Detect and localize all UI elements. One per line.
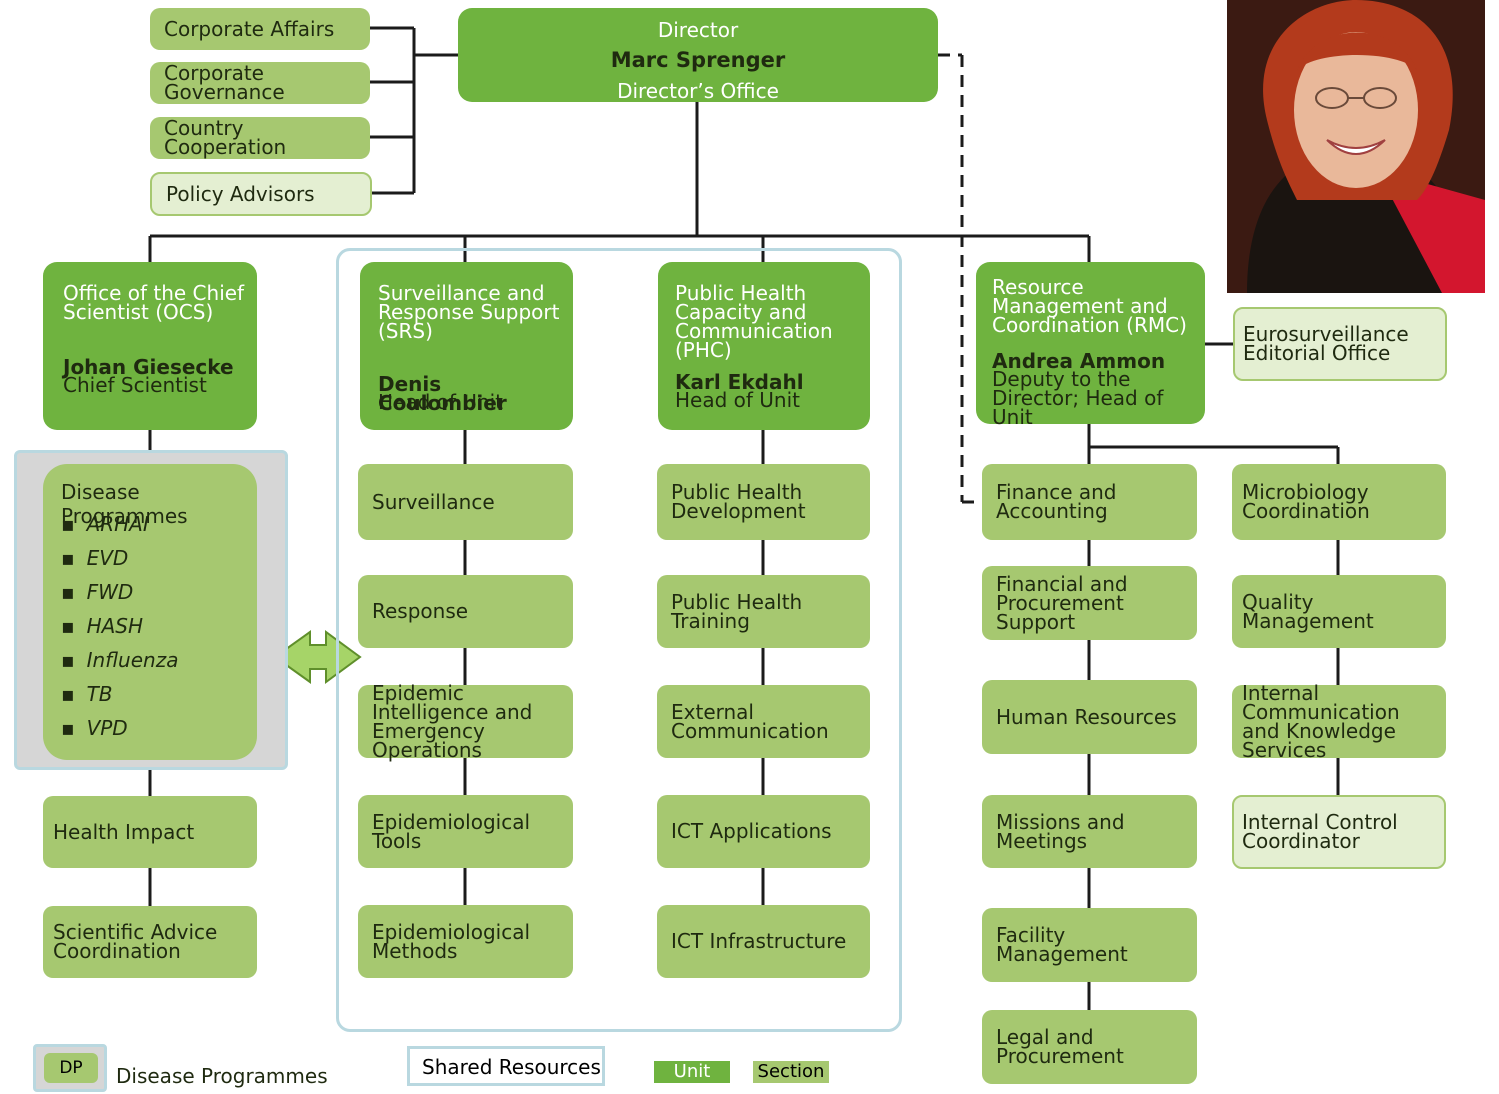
section-label: Epidemic Intelligence and Emergency Oper… (372, 680, 533, 762)
legend-dp-code: DP (44, 1053, 98, 1083)
list-item[interactable]: ▪EVD (61, 546, 129, 570)
section-epidemiological-methods[interactable]: Epidemiological Methods (358, 905, 573, 978)
section-label: Finance and Accounting (996, 480, 1117, 523)
unit-head: Andrea Ammon (992, 349, 1166, 373)
list-item[interactable]: ▪Influenza (61, 648, 179, 672)
section-financial-procurement-support[interactable]: Financial and Procurement Support (982, 566, 1197, 640)
director-name: Marc Sprenger (610, 48, 786, 72)
director-title: Director (657, 18, 739, 42)
section-label: Missions and Meetings (996, 809, 1125, 853)
section-surveillance[interactable]: Surveillance (358, 464, 573, 540)
list-item[interactable]: ▪TB (61, 682, 113, 706)
legend-dp-swatch: DP (33, 1044, 107, 1092)
corporate-governance-box[interactable]: Corporate Governance (150, 62, 370, 104)
legend-unit-label: Unit (673, 1061, 711, 1082)
section-epidemiological-tools[interactable]: Epidemiological Tools (358, 795, 573, 868)
list-item[interactable]: ▪ARHAI (61, 512, 149, 536)
section-label: Facility Management (996, 923, 1128, 966)
section-label: Microbiology Coordination (1242, 480, 1370, 523)
section-human-resources[interactable]: Human Resources (982, 680, 1197, 754)
section-label: Human Resources (996, 704, 1177, 729)
disease-programmes-list: ▪ARHAI ▪EVD ▪FWD ▪HASH ▪Influenza ▪TB ▪V… (61, 512, 178, 750)
unit-head: Denis Coulombier (378, 372, 507, 415)
advisory-label: Corporate Affairs (164, 16, 335, 41)
section-health-impact[interactable]: Health Impact (43, 796, 257, 868)
section-label: Internal Control Coordinator (1242, 810, 1398, 853)
disease-programmes-box[interactable]: Disease Programmes ▪ARHAI ▪EVD ▪FWD ▪HAS… (43, 464, 257, 760)
director-office: Director’s Office (617, 79, 779, 103)
legend-unit-swatch: Unit (654, 1061, 730, 1083)
section-label: ICT Applications (671, 819, 832, 843)
list-item[interactable]: ▪HASH (61, 614, 144, 638)
legend-shared-swatch: Shared Resources (407, 1046, 605, 1086)
unit-head: Johan Giesecke (63, 355, 234, 379)
shared-resources-frame (336, 248, 902, 1032)
section-label: Epidemiological Methods (372, 919, 531, 963)
unit-role: Chief Scientist (63, 373, 207, 397)
advisory-label: Policy Advisors (166, 181, 315, 206)
section-internal-communication[interactable]: Internal Communication and Knowledge Ser… (1232, 680, 1446, 762)
section-label: ICT Infrastructure (671, 929, 847, 953)
list-item[interactable]: ▪VPD (61, 716, 128, 740)
section-public-health-development[interactable]: Public Health Development (657, 464, 870, 540)
section-ict-infrastructure[interactable]: ICT Infrastructure (657, 905, 870, 978)
section-external-communication[interactable]: External Communication (657, 685, 870, 758)
section-microbiology-coordination[interactable]: Microbiology Coordination (1232, 464, 1446, 540)
section-missions-meetings[interactable]: Missions and Meetings (982, 795, 1197, 868)
list-item[interactable]: ▪FWD (61, 580, 134, 604)
section-legal-procurement[interactable]: Legal and Procurement (982, 1010, 1197, 1084)
section-response[interactable]: Response (358, 575, 573, 648)
unit-title: Office of the Chief Scientist (OCS) (63, 281, 245, 324)
legend-dp-label: Disease Programmes (116, 1064, 328, 1088)
advisory-label: Corporate Governance (164, 61, 285, 104)
unit-srs[interactable]: Surveillance and Response Support (SRS) … (360, 262, 573, 430)
eurosurveillance-box[interactable]: Eurosurveillance Editorial Office (1233, 307, 1447, 381)
director-photo (1227, 0, 1485, 293)
unit-rmc[interactable]: Resource Management and Coordination (RM… (976, 262, 1205, 429)
legend-shared-label: Shared Resources (422, 1055, 601, 1079)
section-finance-accounting[interactable]: Finance and Accounting (982, 464, 1197, 540)
unit-phc[interactable]: Public Health Capacity and Communication… (658, 262, 870, 430)
unit-ocs[interactable]: Office of the Chief Scientist (OCS) Joha… (43, 262, 257, 430)
section-label: Financial and Procurement Support (996, 571, 1128, 634)
unit-role: Head of Unit (675, 388, 800, 412)
section-label: Public Health Development (671, 480, 806, 523)
policy-advisors-box[interactable]: Policy Advisors (150, 172, 372, 216)
unit-role: Deputy to the Director; Head of Unit (992, 367, 1164, 429)
section-label: External Communication (671, 699, 829, 743)
unit-head: Karl Ekdahl (675, 370, 804, 394)
section-public-health-training[interactable]: Public Health Training (657, 575, 870, 648)
section-label: Internal Communication and Knowledge Ser… (1242, 680, 1400, 762)
legend-section-swatch: Section (753, 1061, 829, 1083)
section-label: Eurosurveillance Editorial Office (1243, 322, 1409, 365)
section-label: Public Health Training (671, 589, 803, 633)
disease-programmes-title: Disease Programmes (61, 480, 188, 528)
section-epidemic-intelligence[interactable]: Epidemic Intelligence and Emergency Oper… (358, 680, 573, 762)
section-internal-control[interactable]: Internal Control Coordinator (1232, 795, 1446, 869)
section-facility-management[interactable]: Facility Management (982, 908, 1197, 982)
unit-role: Head of Unit (378, 390, 503, 414)
section-label: Response (372, 599, 469, 623)
corporate-affairs-box[interactable]: Corporate Affairs (150, 8, 370, 50)
section-label: Health Impact (53, 819, 195, 844)
section-ict-applications[interactable]: ICT Applications (657, 795, 870, 868)
unit-title: Public Health Capacity and Communication… (675, 281, 833, 362)
section-label: Scientific Advice Coordination (53, 920, 218, 963)
section-label: Surveillance (372, 489, 495, 514)
director-box[interactable]: Director Marc Sprenger Director’s Office (458, 8, 938, 103)
section-label: Epidemiological Tools (372, 809, 531, 853)
unit-title: Resource Management and Coordination (RM… (992, 275, 1187, 337)
country-cooperation-box[interactable]: Country Cooperation (150, 117, 370, 159)
advisory-label: Country Cooperation (164, 116, 287, 159)
section-label: Legal and Procurement (996, 1025, 1124, 1068)
unit-title: Surveillance and Response Support (SRS) (378, 281, 560, 343)
section-label: Quality Management (1242, 589, 1374, 633)
legend-section-label: Section (757, 1061, 825, 1082)
section-scientific-advice[interactable]: Scientific Advice Coordination (43, 906, 257, 978)
section-quality-management[interactable]: Quality Management (1232, 575, 1446, 648)
